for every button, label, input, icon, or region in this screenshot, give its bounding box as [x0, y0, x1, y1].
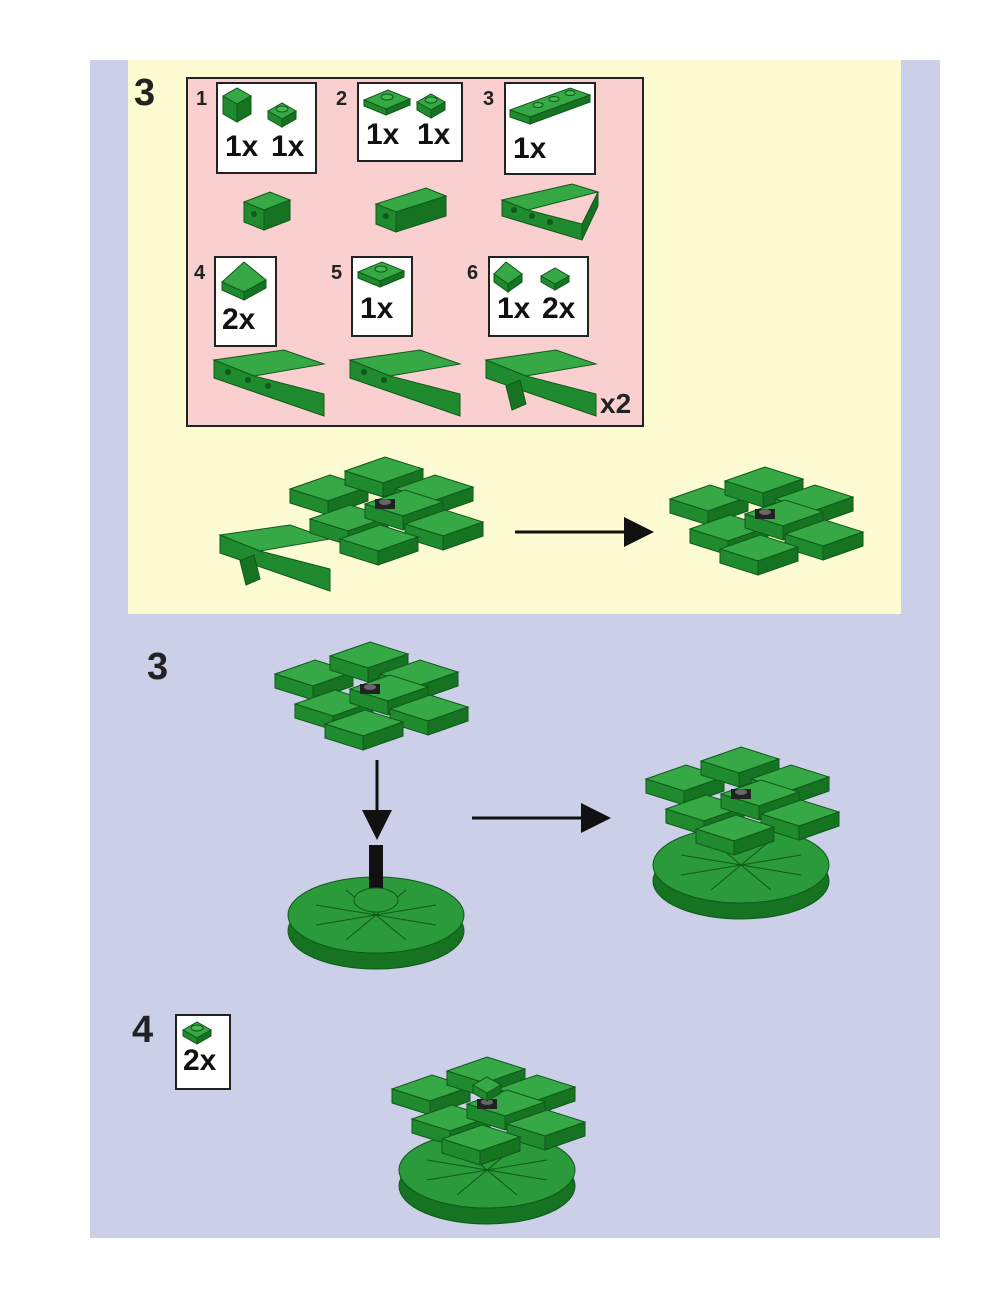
substep-number-6: 6 [467, 262, 479, 284]
step-number-3-top: 3 [134, 72, 156, 114]
tree-base [287, 845, 465, 970]
assembly-1 [242, 191, 292, 231]
plate-1x1-icon [267, 102, 297, 128]
brick-1x1-icon [222, 87, 252, 123]
assembly-2 [374, 187, 448, 233]
assembly-4 [212, 349, 326, 417]
plate-1x1-icon [471, 1076, 503, 1102]
assembly-3 [500, 183, 600, 241]
plate-1x1-icon [416, 93, 446, 119]
parts-callout-2 [357, 82, 463, 162]
canopy-assembly [275, 642, 468, 750]
plate-1x2-icon [362, 89, 412, 116]
substep-number-3: 3 [483, 88, 495, 110]
qty-1b: 1x [271, 130, 305, 163]
tile-1x1-icon [539, 267, 571, 291]
substep-number-4: 4 [194, 262, 206, 284]
slope-brick-icon [221, 261, 267, 301]
branch-piece [218, 524, 332, 592]
qty-6a: 1x [497, 292, 531, 325]
parts-callout-1 [216, 82, 317, 174]
assembly-5 [348, 349, 462, 417]
repeat-multiplier: x2 [600, 388, 632, 419]
qty-3a: 1x [513, 132, 547, 165]
slope-1x1-icon [493, 261, 523, 293]
qty-1a: 1x [225, 130, 259, 163]
assembly-6 [484, 349, 598, 417]
qty-4a: 2x [222, 303, 256, 336]
substep-number-2: 2 [336, 88, 348, 110]
step-number-4: 4 [132, 1009, 154, 1051]
parts-callout-6 [488, 256, 589, 337]
substep-number-5: 5 [331, 262, 343, 284]
plate-1x1-icon [181, 1021, 213, 1045]
qty-step4: 2x [183, 1044, 217, 1077]
canopy-on-base [646, 747, 839, 855]
canopy-complete [670, 467, 863, 575]
qty-2a: 1x [366, 118, 400, 151]
step-number-3-middle: 3 [147, 646, 169, 688]
qty-2b: 1x [417, 118, 451, 151]
substep-number-1: 1 [196, 88, 208, 110]
plate-1x4-icon [508, 87, 592, 125]
qty-6b: 2x [542, 292, 576, 325]
canopy-partial [290, 457, 483, 565]
qty-5a: 1x [360, 292, 394, 325]
plate-1x2-icon [356, 261, 406, 288]
